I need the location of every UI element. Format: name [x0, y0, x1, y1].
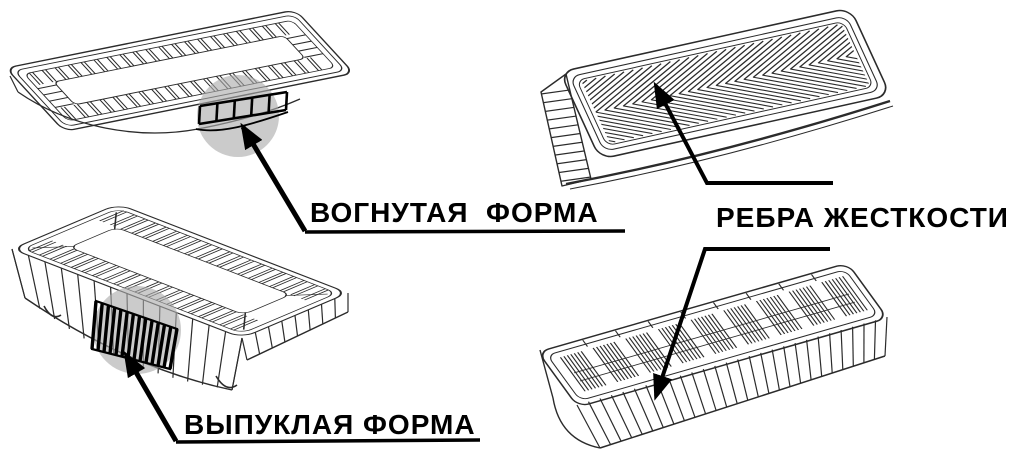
- stiffening-ribs-label: РЕБРА ЖЕСТКОСТИ: [716, 202, 1009, 233]
- tray-deep-exterior-wall: [11, 248, 349, 391]
- tray-deep-convex: [18, 206, 342, 336]
- ribs-arrow-lower: [653, 247, 830, 401]
- concave-arrow: [240, 122, 308, 233]
- convex-form-label: ВЫПУКЛАЯ ФОРМА: [184, 409, 476, 440]
- concave-form-detail: [195, 90, 289, 132]
- stiffening-ribs-chevron: [580, 21, 871, 145]
- stiffening-ribs-vertical: [559, 274, 868, 392]
- concave-label-underline: [304, 229, 626, 234]
- tray-underside-ribbed: [563, 9, 887, 158]
- convex-label-underline: [175, 438, 481, 444]
- tray-shallow-concave: [9, 10, 350, 131]
- tray-underside-bottom-edge: [565, 99, 891, 186]
- convex-arrow: [123, 350, 179, 443]
- highlight-circle-concave: [197, 75, 279, 157]
- concave-form-label: ВОГНУТАЯ ФОРМА: [310, 197, 599, 228]
- tray-shallow-ribs: [28, 22, 324, 121]
- tray-narrow-ribbed: [541, 264, 884, 406]
- tray-deep-ribs: [28, 210, 330, 331]
- ribs-arrow-upper: [653, 81, 833, 185]
